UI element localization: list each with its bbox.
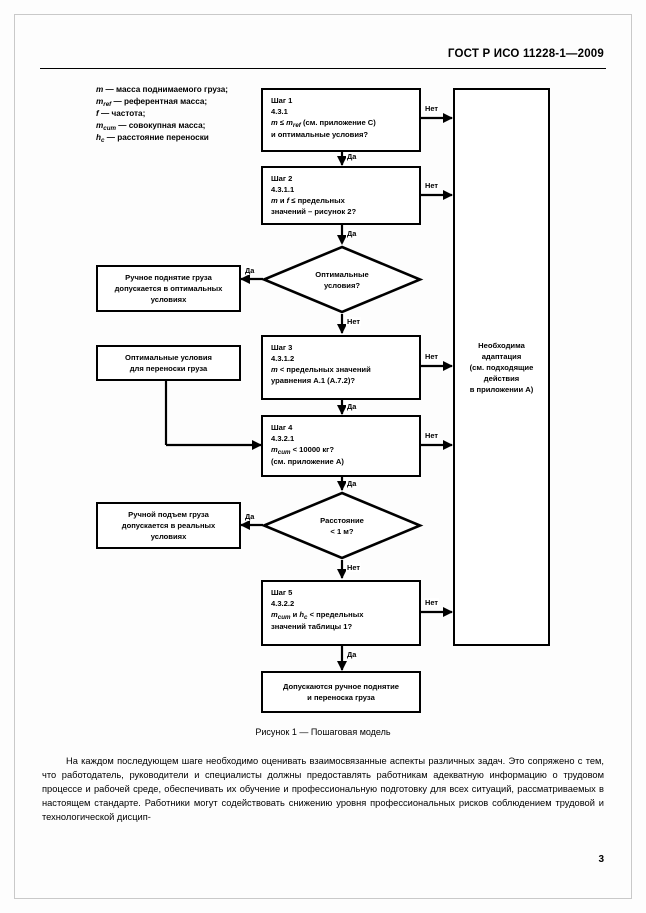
decision2-label: Расстояние < 1 м? bbox=[262, 491, 422, 560]
adapt-line5: в приложении А) bbox=[469, 384, 534, 394]
step3-line1: Шаг 3 bbox=[271, 343, 293, 352]
decision2-line2: < 1 м? bbox=[330, 526, 354, 536]
flowchart-step-5: Шаг 5 4.3.2.2 mcum и hc < предельных зна… bbox=[261, 580, 421, 646]
legend-item-mref: mref — референтная масса; bbox=[96, 96, 208, 108]
adapt-line4: действия bbox=[483, 373, 520, 383]
legend-item-hc: hc — расстояние переноски bbox=[96, 133, 209, 145]
optlift-line1: Ручное поднятие груза bbox=[125, 273, 212, 282]
step1-line3: m ≤ mref (см. приложение C) bbox=[271, 118, 376, 129]
label-no-step3: Нет bbox=[424, 352, 439, 361]
reallift-line2: допускается в реальных bbox=[121, 521, 216, 530]
step2-line4: значений – рисунок 2? bbox=[271, 207, 357, 216]
adapt-line1: Необходима bbox=[478, 340, 525, 350]
optlift-line2: допускается в оптимальных bbox=[114, 284, 223, 293]
label-yes-step3: Да bbox=[346, 402, 358, 411]
decision1-line1: Оптимальные bbox=[315, 269, 369, 279]
legend-text-mcum: — совокупная масса; bbox=[116, 120, 206, 130]
standard-header: ГОСТ Р ИСО 11228-1—2009 bbox=[447, 48, 604, 60]
label-no-step1: Нет bbox=[424, 104, 439, 113]
legend-text-hc: — расстояние переноски bbox=[104, 133, 209, 143]
flowchart-result-final: Допускаются ручное поднятие и переноска … bbox=[261, 671, 421, 713]
figure-caption: Рисунок 1 — Пошаговая модель bbox=[255, 727, 391, 737]
optcarry-line2: для переноски груза bbox=[129, 364, 208, 373]
step4-line1: Шаг 4 bbox=[271, 423, 293, 432]
step5-line3: mcum и hc < предельных bbox=[271, 610, 364, 621]
legend-item-f: f — частота; bbox=[96, 109, 146, 119]
page-number: 3 bbox=[598, 854, 604, 865]
flowchart-step-1: Шаг 1 4.3.1 m ≤ mref (см. приложение C) … bbox=[261, 88, 421, 152]
step4-line3: mcum < 10000 кг? bbox=[271, 445, 334, 456]
label-yes-step4: Да bbox=[346, 479, 358, 488]
symbol-legend: m — масса поднимаемого груза; mref — реф… bbox=[96, 84, 228, 145]
step2-line2: 4.3.1.1 bbox=[271, 185, 295, 194]
step2-line3: m и f ≤ предельных bbox=[271, 196, 345, 205]
reallift-line1: Ручной подъем груза bbox=[128, 510, 209, 519]
label-no-decision1: Нет bbox=[346, 317, 361, 326]
optcarry-line1: Оптимальные условия bbox=[125, 353, 212, 362]
step1-line4: и оптимальные условия? bbox=[271, 130, 369, 139]
flowchart-step-3: Шаг 3 4.3.1.2 m < предельных значений ур… bbox=[261, 335, 421, 400]
step5-line2: 4.3.2.2 bbox=[271, 599, 295, 608]
step4-line2: 4.3.2.1 bbox=[271, 434, 295, 443]
body-text: На каждом последующем шаге необходимо оц… bbox=[42, 754, 604, 824]
step2-line1: Шаг 2 bbox=[271, 174, 293, 183]
flowchart-step-4: Шаг 4 4.3.2.1 mcum < 10000 кг? (см. прил… bbox=[261, 415, 421, 477]
legend-text-mref: — референтная масса; bbox=[111, 96, 208, 106]
reallift-line3: условиях bbox=[150, 532, 187, 541]
decision2-line1: Расстояние bbox=[320, 515, 364, 525]
step3-line3: m < предельных значений bbox=[271, 365, 371, 374]
legend-text-m: — масса поднимаемого груза; bbox=[103, 85, 229, 94]
label-no-step5: Нет bbox=[424, 598, 439, 607]
legend-item-m: m — масса поднимаемого груза; bbox=[96, 85, 229, 94]
flowchart-result-optimal-lift: Ручное поднятие груза допускается в опти… bbox=[96, 265, 241, 312]
decision1-label: Оптимальные условия? bbox=[262, 245, 422, 314]
adapt-line2: адаптация bbox=[481, 351, 522, 361]
label-no-decision2: Нет bbox=[346, 563, 361, 572]
legend-text-f: — частота; bbox=[98, 109, 146, 119]
step4-line4: (см. приложение А) bbox=[271, 457, 344, 466]
label-yes-step1: Да bbox=[346, 152, 358, 161]
legend-item-mcum: mcum — совокупная масса; bbox=[96, 120, 206, 132]
label-yes-decision1: Да bbox=[244, 266, 256, 275]
step3-line4: уравнения A.1 (A.7.2)? bbox=[271, 376, 356, 385]
flowchart-result-optimal-carry: Оптимальные условия для переноски груза bbox=[96, 345, 241, 381]
step5-line1: Шаг 5 bbox=[271, 588, 293, 597]
final-line2: и переноска груза bbox=[307, 693, 375, 702]
label-no-step2: Нет bbox=[424, 181, 439, 190]
label-no-step4: Нет bbox=[424, 431, 439, 440]
flowchart-result-real-lift: Ручной подъем груза допускается в реальн… bbox=[96, 502, 241, 549]
adapt-line3: (см. подходящие bbox=[469, 362, 534, 372]
optlift-line3: условиях bbox=[150, 295, 187, 304]
step3-line2: 4.3.1.2 bbox=[271, 354, 295, 363]
label-yes-decision2: Да bbox=[244, 512, 256, 521]
flowchart-adaptation-box: Необходима адаптация (см. подходящие дей… bbox=[453, 88, 550, 646]
label-yes-step2: Да bbox=[346, 229, 358, 238]
label-yes-step5: Да bbox=[346, 650, 358, 659]
header-rule bbox=[40, 68, 606, 69]
step1-line2: 4.3.1 bbox=[271, 107, 288, 116]
step1-line1: Шаг 1 bbox=[271, 96, 293, 105]
final-line1: Допускаются ручное поднятие bbox=[283, 682, 399, 691]
step5-line4: значений таблицы 1? bbox=[271, 622, 353, 631]
flowchart-decision-distance: Расстояние < 1 м? bbox=[260, 491, 424, 560]
flowchart-step-2: Шаг 2 4.3.1.1 m и f ≤ предельных значени… bbox=[261, 166, 421, 225]
flowchart-decision-optimal-conditions: Оптимальные условия? bbox=[260, 245, 424, 314]
decision1-line2: условия? bbox=[323, 280, 361, 290]
body-paragraph: На каждом последующем шаге необходимо оц… bbox=[42, 756, 604, 823]
